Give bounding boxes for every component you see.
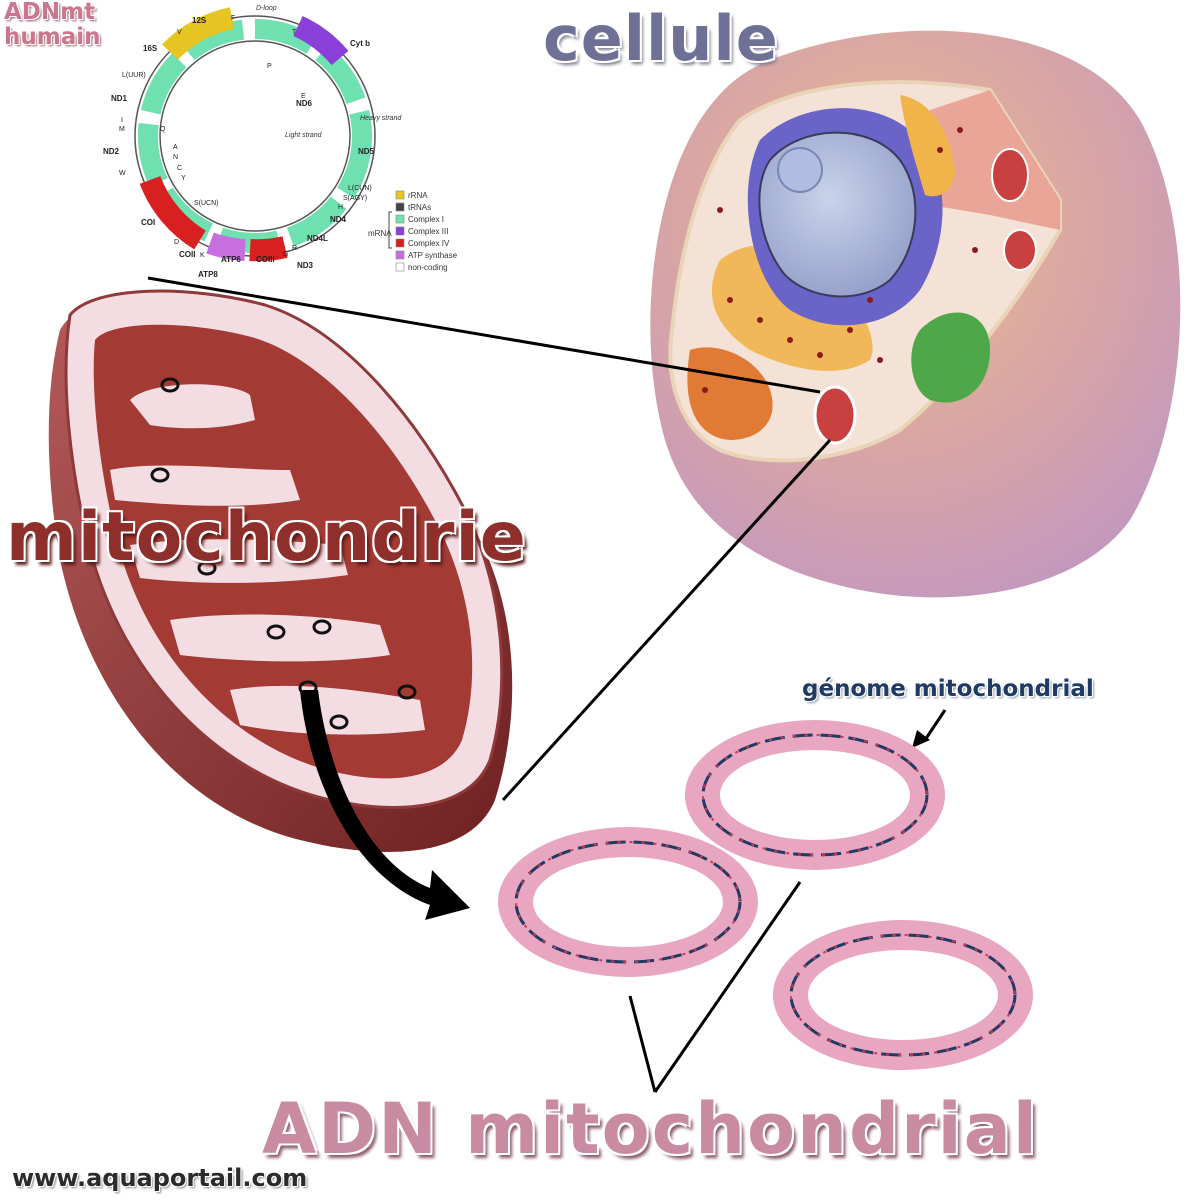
gene-ND3: ND3 xyxy=(297,261,314,270)
gene-COIII: COIII xyxy=(256,255,275,264)
genome-map: 12S 16S Cyt b ND1 ND2 ND5 ND6 COI COII A… xyxy=(103,5,458,279)
legend-swatch-noncoding xyxy=(396,263,404,271)
trna-T: T xyxy=(292,29,297,36)
title-mitochondrie: mitochondrie xyxy=(6,498,527,577)
gene-ND6: ND6 xyxy=(296,99,313,108)
dna-ring-top xyxy=(685,720,945,870)
gene-ND5: ND5 xyxy=(358,147,375,156)
mitochondrion-target xyxy=(815,387,855,443)
legend-label-complex3: Complex III xyxy=(408,227,448,236)
legend-swatch-rrna xyxy=(396,191,404,199)
trna-D: D xyxy=(174,239,179,246)
trna-G: G xyxy=(283,251,288,258)
nucleolus xyxy=(778,148,822,192)
gene-ND4L: ND4L xyxy=(307,234,328,243)
legend-swatch-complex3 xyxy=(396,227,404,235)
dna-ring-left xyxy=(498,827,758,977)
genome-pointer-arrow xyxy=(912,730,930,748)
legend-swatch-complex1 xyxy=(396,215,404,223)
legend-swatch-complex4 xyxy=(396,239,404,247)
trna-I: I xyxy=(121,117,123,124)
title-adn-mitochondrial: ADN mitochondrial xyxy=(262,1088,1039,1170)
dloop-label: D-loop xyxy=(256,5,277,12)
trna-M: M xyxy=(119,126,125,133)
trna-S-UCN: S(UCN) xyxy=(194,200,219,207)
segment-coi xyxy=(150,180,200,240)
legend-label-complex4: Complex IV xyxy=(408,239,450,248)
legend-label-complex1: Complex I xyxy=(408,215,444,224)
legend-label-rrna: rRNA xyxy=(408,191,428,200)
light-strand-label: Light strand xyxy=(285,132,323,139)
mitochondrion-small-1 xyxy=(992,149,1028,201)
trna-Q: Q xyxy=(160,126,166,133)
trna-A: A xyxy=(173,144,178,151)
mitochondrion-illustration xyxy=(49,291,512,920)
title-cellule: cellule xyxy=(543,2,779,75)
site-url[interactable]: www.aquaportail.com xyxy=(12,1164,307,1192)
trna-E: E xyxy=(301,93,306,100)
heavy-strand-label: Heavy strand xyxy=(360,115,402,122)
segment-coiii xyxy=(250,247,285,250)
gene-16S: 16S xyxy=(143,44,158,53)
trna-Y: Y xyxy=(181,175,186,182)
trna-S-AGY: S(AGY) xyxy=(343,195,367,202)
label-adnmt-humain: ADNmt humain xyxy=(4,0,101,50)
gene-cytb: Cyt b xyxy=(350,39,370,48)
gene-ATP8: ATP8 xyxy=(198,270,218,279)
segment-atp xyxy=(210,243,245,250)
trna-W: W xyxy=(119,170,126,177)
trna-V: V xyxy=(177,29,182,36)
trna-L-UUR: L(UUR) xyxy=(122,72,146,79)
legend-label-atp: ATP synthase xyxy=(408,251,458,260)
trna-P: P xyxy=(267,63,272,70)
trna-F: F xyxy=(231,15,235,22)
gene-ND2: ND2 xyxy=(103,147,120,156)
cell-illustration xyxy=(650,31,1180,598)
label-adnmt-line1: ADNmt xyxy=(4,0,101,25)
label-genome-mitochondrial: génome mitochondrial xyxy=(802,676,1094,702)
dna-ring-right xyxy=(773,920,1033,1070)
gene-ATP6: ATP6 xyxy=(221,255,241,264)
trna-N: N xyxy=(173,154,178,161)
legend-label-noncoding: non-coding xyxy=(408,263,448,272)
gene-COI: COI xyxy=(141,218,155,227)
gene-ND4: ND4 xyxy=(330,215,347,224)
legend-swatch-atp xyxy=(396,251,404,259)
gene-ND1: ND1 xyxy=(111,94,128,103)
trna-R: R xyxy=(292,245,297,252)
trna-H: H xyxy=(338,204,343,211)
trna-K: K xyxy=(200,252,205,259)
gene-12S: 12S xyxy=(192,16,207,25)
gene-COII: COII xyxy=(179,250,195,259)
label-adnmt-line2: humain xyxy=(4,25,101,50)
trna-C: C xyxy=(177,165,182,172)
trna-L-CUN: L(CUN) xyxy=(348,185,372,192)
genome-legend: rRNA tRNAs Complex I Complex III Complex… xyxy=(389,191,458,272)
legend-swatch-trnas xyxy=(396,203,404,211)
mitochondrion-small-2 xyxy=(1004,230,1036,270)
legend-label-trnas: tRNAs xyxy=(408,203,431,212)
